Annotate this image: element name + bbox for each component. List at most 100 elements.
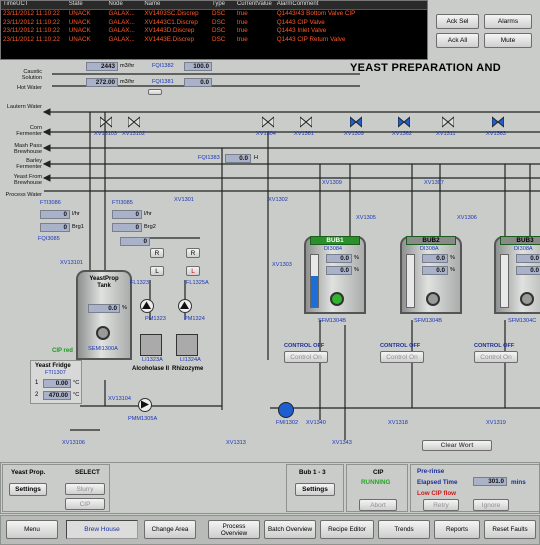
alarms-button[interactable]: Alarms: [484, 14, 532, 29]
valve-icon[interactable]: [349, 115, 363, 129]
fl1323-r-button[interactable]: R: [150, 248, 164, 258]
ack-all-button[interactable]: Ack All: [436, 33, 479, 48]
xv13104-tag: XV13104: [108, 396, 132, 402]
xv1301-tag: XV1301: [174, 197, 194, 203]
bub-motor-icon[interactable]: [426, 292, 440, 306]
valve-icon[interactable]: [127, 115, 141, 129]
valve-icon[interactable]: [441, 115, 455, 129]
col-header: State: [68, 1, 83, 7]
cip-button[interactable]: CIP: [65, 498, 105, 510]
rhizozyme-label: Rhizozyme: [172, 366, 204, 372]
bub-settings-button[interactable]: Settings: [295, 483, 335, 496]
xv1340-tag: XV1340: [306, 420, 326, 426]
fl1323-tag: FL1323: [130, 280, 149, 286]
brg2-value: 0: [112, 223, 142, 232]
yeast-prop-panel: Yeast Prop. SELECT Settings Slurry CIP: [2, 464, 110, 512]
reset-faults-button[interactable]: Reset Faults: [484, 520, 536, 539]
reports-button[interactable]: Reports: [434, 520, 480, 539]
prerinse-label: Pre-rinse: [417, 468, 445, 475]
yeast-settings-button[interactable]: Settings: [9, 483, 47, 496]
lautern-water-label: Lautern Water: [6, 104, 42, 110]
elapsed-time-unit: mins: [511, 479, 526, 486]
alarm-cell: XV1403SC.Discrep: [144, 10, 199, 17]
retry-button[interactable]: Retry: [423, 499, 459, 511]
pm1323-tag: PM1323: [145, 316, 166, 322]
alarm-cell: GALAX...: [108, 27, 135, 34]
mash-pass-brewhouse-label: Mash Pass Brewhouse: [14, 143, 42, 155]
bub-control-on-button[interactable]: Control On: [284, 351, 328, 363]
fl1325-l-button[interactable]: L: [186, 266, 200, 276]
fridge-tag: FTI1307: [45, 370, 66, 376]
slurry-button[interactable]: Slurry: [65, 483, 105, 495]
alarm-table[interactable]: TimeUCT State Node Name Type CurrentValu…: [0, 0, 428, 60]
mute-button[interactable]: Mute: [484, 33, 532, 48]
yeast-prop-title: Yeast Prop.: [11, 469, 46, 476]
alarm-table-header: TimeUCT State Node Name Type CurrentValu…: [1, 1, 427, 10]
valve-tag: XV13103: [94, 131, 118, 137]
pump-pmm1305a-icon[interactable]: [138, 398, 152, 412]
yeast-fridge-panel: Yeast Fridge FTI1307 1 0.00 °C 2 470.00 …: [30, 360, 82, 404]
fl1323-l-button[interactable]: L: [150, 266, 164, 276]
bub-control-on-button[interactable]: Control On: [380, 351, 424, 363]
valve-tag: XV1309: [344, 131, 364, 137]
bub-motor-icon[interactable]: [330, 292, 344, 306]
process-water-label: Process Water: [5, 192, 42, 198]
bub-unit-2: %: [354, 267, 359, 273]
xv1302-tag: XV1302: [268, 197, 288, 203]
agitator-motor-icon[interactable]: [96, 326, 110, 340]
xv1305-tag: XV1305: [356, 215, 376, 221]
fridge-row1-value: 0.00: [43, 379, 71, 388]
fqi3085-tag: FQI3085: [38, 236, 60, 242]
xv1307-tag: XV1307: [424, 180, 444, 186]
tank-level-value: 0.0: [88, 304, 120, 313]
fqi1383-tag: FQI1383: [198, 155, 220, 161]
alarm-cell: Q1443 Inlet Valve: [276, 27, 327, 34]
abort-button[interactable]: Abort: [359, 499, 397, 511]
bub-tank-top: [406, 236, 456, 245]
bub-panel: Bub 1 - 3 Settings: [286, 464, 344, 512]
ack-sel-button[interactable]: Ack Sel: [436, 14, 479, 29]
fti3086-value: 0: [40, 210, 70, 219]
alarm-cell: 23/11/2012 11:10:22: [3, 35, 60, 43]
semi-tag: SEMI1300A: [88, 346, 118, 352]
bub-name: BUB2: [422, 237, 440, 244]
clear-wort-button[interactable]: Clear Wort: [422, 440, 492, 451]
fqi1381-reset-button[interactable]: [148, 89, 162, 95]
change-area-button[interactable]: Change Area: [144, 520, 196, 539]
valve-icon[interactable]: [491, 115, 505, 129]
corn-fermenter-label: Corn Fermenter: [16, 125, 42, 137]
elapsed-time-label: Elapsed Time: [417, 479, 458, 486]
fti3086-tag: FTI3086: [40, 200, 61, 206]
batch-overview-button[interactable]: Batch Overview: [264, 520, 316, 539]
valve-icon[interactable]: [99, 115, 113, 129]
ignore-button[interactable]: Ignore: [473, 499, 509, 511]
bub-motor-icon[interactable]: [520, 292, 534, 306]
xv1313-tag: XV1313: [226, 440, 246, 446]
fqi3085-value: 0: [120, 237, 150, 246]
alcoholase-drum: [140, 334, 162, 356]
fridge-row2-label: 2: [35, 392, 39, 398]
pump-pm1324-icon[interactable]: [178, 299, 192, 313]
valve-icon[interactable]: [299, 115, 313, 129]
alarm-cell: XV1443D.Discrep: [144, 27, 195, 34]
recipe-editor-button[interactable]: Recipe Editor: [320, 520, 374, 539]
trends-button[interactable]: Trends: [378, 520, 430, 539]
valve-icon[interactable]: [397, 115, 411, 129]
pump-fm1302-icon[interactable]: [278, 402, 294, 418]
valve-icon[interactable]: [261, 115, 275, 129]
process-overview-button[interactable]: Process Overview: [208, 520, 260, 539]
menu-button[interactable]: Menu: [6, 520, 58, 539]
fl1324-r-button[interactable]: R: [186, 248, 200, 258]
li1323-tag: LI1323A: [142, 357, 163, 363]
yeast-prop-tank[interactable]: [76, 270, 132, 360]
caustic-flow-unit: m3/hr: [120, 63, 135, 69]
bub-control-on-button[interactable]: Control On: [474, 351, 518, 363]
cip-status-panel: CIP RUNNING Abort: [346, 464, 408, 512]
pump-pm1323-icon[interactable]: [140, 299, 154, 313]
bub-value-1: 0.0: [326, 254, 352, 263]
bub-motor-tag: SFM1304B: [318, 318, 346, 324]
